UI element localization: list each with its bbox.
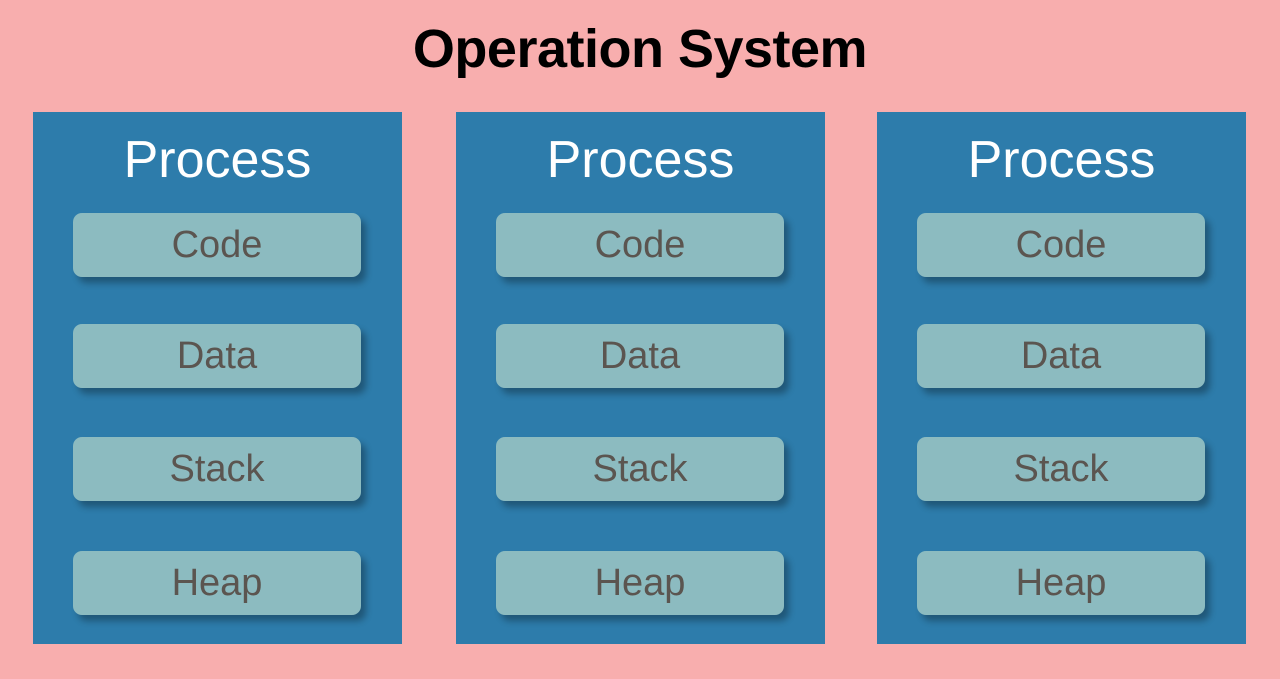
process-panel-title: Process	[546, 131, 735, 189]
segment-box-stack: Stack	[917, 437, 1205, 501]
segment-box-heap: Heap	[73, 551, 361, 615]
segment-box-data: Data	[496, 324, 784, 388]
segment-label: Code	[171, 224, 263, 266]
segment-box-stack: Stack	[496, 437, 784, 501]
process-panel: Process Code Data Stack Heap	[877, 112, 1246, 644]
process-panel: Process Code Data Stack Heap	[456, 112, 825, 644]
segment-box-code: Code	[917, 213, 1205, 277]
segment-label: Code	[594, 224, 686, 266]
page-title: Operation System	[412, 19, 868, 79]
segment-label: Heap	[594, 562, 686, 604]
segment-label: Heap	[171, 562, 263, 604]
segment-label: Data	[599, 335, 681, 377]
process-panel-title: Process	[123, 131, 312, 189]
segment-label: Stack	[592, 448, 688, 490]
segment-box-stack: Stack	[73, 437, 361, 501]
segment-box-heap: Heap	[496, 551, 784, 615]
process-panel: Process Code Data Stack Heap	[33, 112, 402, 644]
segment-box-heap: Heap	[917, 551, 1205, 615]
segment-label: Heap	[1015, 562, 1107, 604]
segment-label: Code	[1015, 224, 1107, 266]
segment-box-code: Code	[73, 213, 361, 277]
segment-label: Stack	[169, 448, 265, 490]
segment-label: Data	[1020, 335, 1102, 377]
segment-label: Data	[176, 335, 258, 377]
segment-box-data: Data	[73, 324, 361, 388]
process-panel-title: Process	[967, 131, 1156, 189]
segment-box-data: Data	[917, 324, 1205, 388]
segment-box-code: Code	[496, 213, 784, 277]
segment-label: Stack	[1013, 448, 1109, 490]
